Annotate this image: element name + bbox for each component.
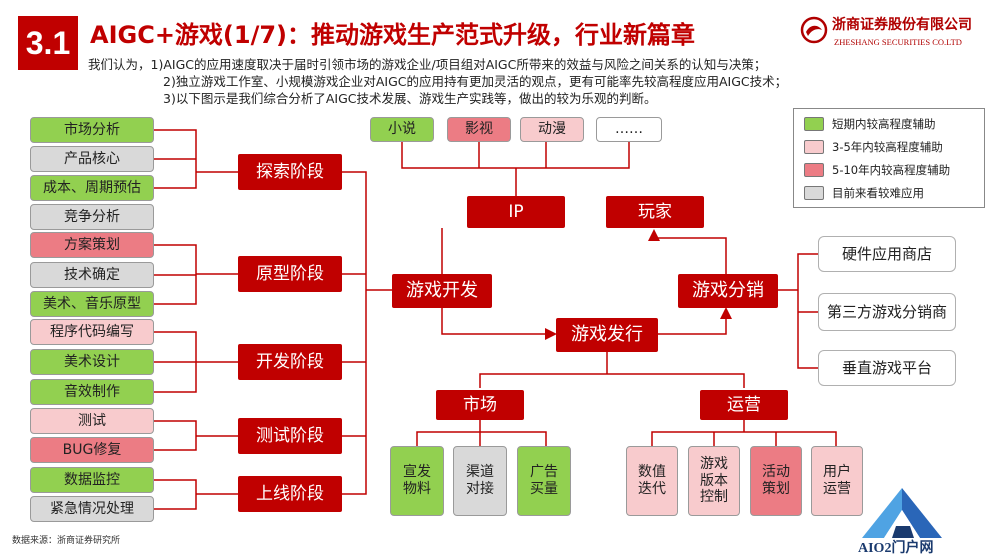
- ops-item-version-control: 游戏版本控制: [688, 446, 740, 516]
- zheshang-logo-icon: [800, 16, 828, 44]
- stage-development: 开发阶段: [238, 344, 342, 380]
- task-coding: 程序代码编写: [30, 319, 154, 345]
- legend-swatch-short-term: [804, 117, 824, 131]
- legend-label-3-5-years: 3-5年内较高程度辅助: [832, 140, 943, 154]
- market-item-channel-docking: 渠道对接: [453, 446, 507, 516]
- stage-testing: 测试阶段: [238, 418, 342, 454]
- task-market-analysis: 市场分析: [30, 117, 154, 143]
- ops-item-event-planning: 活动策划: [750, 446, 802, 516]
- legend-label-difficult: 目前来看较难应用: [832, 186, 924, 200]
- intro-line-3: 3)以下图示是我们综合分析了AIGC技术发展、游戏生产实践等，做出的较为乐观的判…: [163, 91, 657, 106]
- channel-vertical-platform: 垂直游戏平台: [818, 350, 956, 386]
- page-title: AIGC+游戏(1/7)：推动游戏生产范式升级，行业新篇章: [90, 21, 696, 49]
- legend-swatch-3-5-years: [804, 140, 824, 154]
- market-item-promo-materials: 宣发物料: [390, 446, 444, 516]
- task-emergency-handling: 紧急情况处理: [30, 496, 154, 522]
- intro-line-2: 2)独立游戏工作室、小规模游戏企业对AIGC的应用持有更加灵活的观点，更有可能率…: [163, 74, 788, 89]
- legend-label-5-10-years: 5-10年内较高程度辅助: [832, 163, 951, 177]
- ip-source-film: 影视: [447, 117, 511, 142]
- task-cost-estimate: 成本、周期预估: [30, 175, 154, 201]
- node-operations: 运营: [700, 390, 788, 420]
- data-source-note: 数据来源：浙商证券研究所: [12, 536, 121, 546]
- task-tech-confirm: 技术确定: [30, 262, 154, 288]
- company-name-en: ZHESHANG SECURITIES CO.LTD: [834, 37, 962, 47]
- stage-launch: 上线阶段: [238, 476, 342, 512]
- intro-line-1: 我们认为，1)AIGC的应用速度取决于届时引领市场的游戏企业/项目组对AIGC所…: [88, 57, 767, 72]
- task-art-music-prototype: 美术、音乐原型: [30, 291, 154, 317]
- node-market: 市场: [436, 390, 524, 420]
- watermark-logo-icon: [862, 488, 942, 538]
- market-item-ad-buying: 广告买量: [517, 446, 571, 516]
- watermark-text: AIO2门户网: [858, 541, 934, 556]
- node-ip: IP: [467, 196, 565, 228]
- node-player: 玩家: [606, 196, 704, 228]
- section-number-badge: 3.1: [18, 16, 78, 70]
- ops-item-user-operations: 用户运营: [811, 446, 863, 516]
- node-game-publishing: 游戏发行: [556, 318, 658, 352]
- ip-source-more: ……: [596, 117, 662, 142]
- node-game-distribution: 游戏分销: [678, 274, 778, 308]
- task-bug-fix: BUG修复: [30, 437, 154, 463]
- task-data-monitoring: 数据监控: [30, 467, 154, 493]
- ops-item-value-iteration: 数值迭代: [626, 446, 678, 516]
- legend-swatch-difficult: [804, 186, 824, 200]
- stage-exploration: 探索阶段: [238, 154, 342, 190]
- company-logo: 浙商证券股份有限公司 ZHESHANG SECURITIES CO.LTD: [800, 14, 990, 52]
- task-art-design: 美术设计: [30, 349, 154, 375]
- task-solution-planning: 方案策划: [30, 232, 154, 258]
- legend: 短期内较高程度辅助 3-5年内较高程度辅助 5-10年内较高程度辅助 目前来看较…: [793, 108, 985, 208]
- company-name-cn: 浙商证券股份有限公司: [832, 17, 972, 33]
- channel-hardware-app-store: 硬件应用商店: [818, 236, 956, 272]
- ip-source-anime: 动漫: [520, 117, 584, 142]
- stage-prototype: 原型阶段: [238, 256, 342, 292]
- legend-swatch-5-10-years: [804, 163, 824, 177]
- task-product-core: 产品核心: [30, 146, 154, 172]
- ip-source-novel: 小说: [370, 117, 434, 142]
- legend-label-short-term: 短期内较高程度辅助: [832, 117, 936, 131]
- task-competition-analysis: 竞争分析: [30, 204, 154, 230]
- channel-third-party-distributor: 第三方游戏分销商: [818, 293, 956, 331]
- task-testing: 测试: [30, 408, 154, 434]
- task-sound-effects: 音效制作: [30, 379, 154, 405]
- node-game-development: 游戏开发: [392, 274, 492, 308]
